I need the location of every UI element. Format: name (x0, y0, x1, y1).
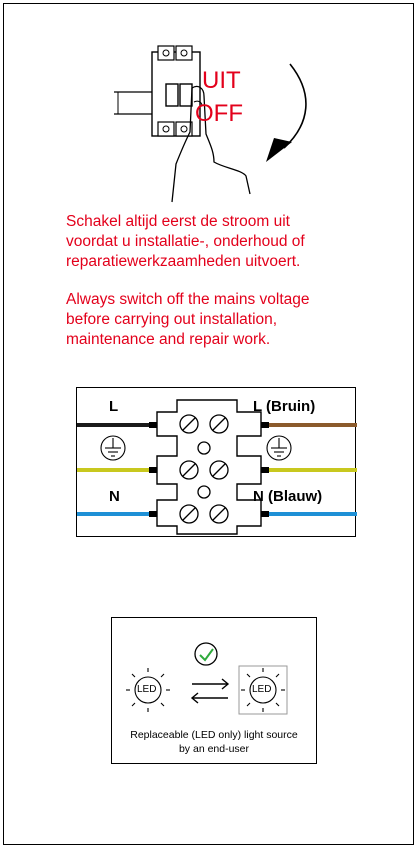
off-label-en: OFF (195, 100, 243, 127)
led-bulb-icon-right (241, 668, 285, 712)
earth-icon (100, 435, 126, 461)
label-neutral-left: N (109, 488, 120, 505)
warning-text-english: Always switch off the mains voltage befo… (66, 290, 386, 350)
earth-icon (266, 435, 292, 461)
warning-nl-line-3: reparatiewerkzaamheden uitvoert. (66, 253, 301, 270)
led-replaceable-box: LED LED Replaceable (LED only) light sou… (111, 617, 317, 764)
warning-text-dutch: Schakel altijd eerst de stroom uit voord… (66, 212, 386, 272)
warning-nl-line-2: voordat u installatie-, onderhoud of (66, 233, 305, 250)
label-neutral-right: N (Blauw) (253, 488, 323, 505)
label-live-left: L (109, 398, 119, 415)
page-frame: UIT OFF Schakel altijd eerst de stroom u… (3, 3, 414, 845)
swap-arrows-icon (190, 678, 230, 704)
led-label-left: LED (137, 684, 157, 695)
led-caption-line-2: by an end-user (178, 743, 250, 755)
led-caption-line-1: Replaceable (LED only) light source (130, 729, 298, 741)
warning-en-line-3: maintenance and repair work. (66, 331, 271, 348)
label-live-right: L (Bruin) (253, 398, 316, 415)
led-label-right: LED (252, 684, 272, 695)
off-label-nl: UIT (202, 67, 241, 94)
led-bulb-icon-left (126, 668, 170, 712)
warning-nl-line-1: Schakel altijd eerst de stroom uit (66, 213, 290, 230)
wiring-diagram: L N L (Bruin) N (Blauw) (76, 387, 357, 537)
led-replace-illustration (126, 642, 288, 715)
check-circle-icon (194, 642, 218, 666)
warning-en-line-2: before carrying out installation, (66, 311, 278, 328)
terminal-block-illustration (77, 399, 357, 535)
breaker-switch-illustration (114, 45, 307, 203)
warning-en-line-1: Always switch off the mains voltage (66, 291, 310, 308)
